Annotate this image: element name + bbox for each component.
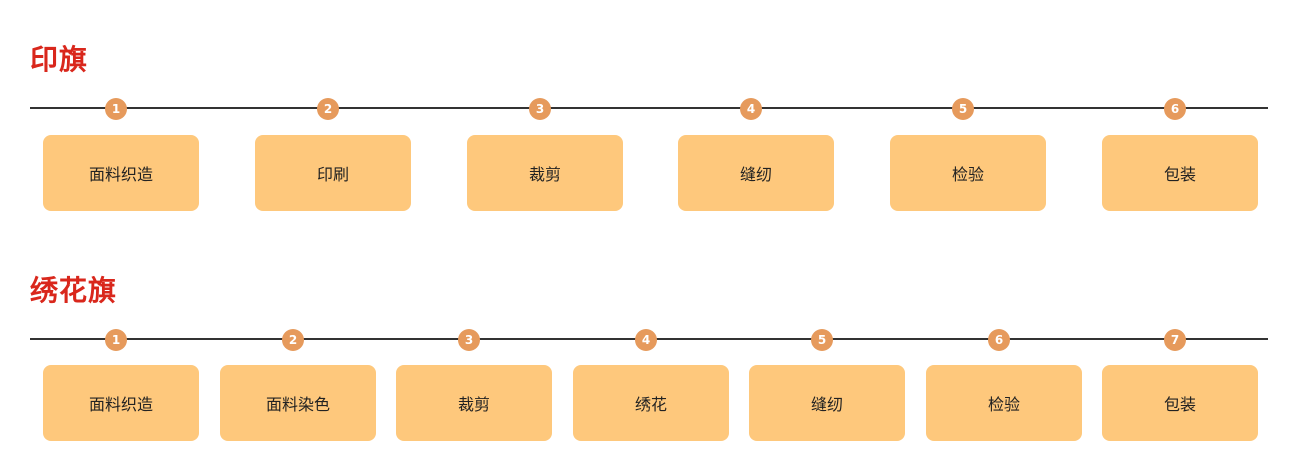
step-box: 面料染色 <box>220 365 376 441</box>
step-label: 缝纫 <box>810 395 843 414</box>
step-box: 裁剪 <box>467 135 623 211</box>
step-label: 裁剪 <box>528 165 561 184</box>
step-label: 检验 <box>987 395 1020 414</box>
step-box: 缝纫 <box>678 135 834 211</box>
step-box: 包装 <box>1102 135 1258 211</box>
step-number-marker: 4 <box>635 329 657 351</box>
step-label: 缝纫 <box>739 165 772 184</box>
step-box: 印刷 <box>255 135 411 211</box>
timeline-line <box>30 107 1268 109</box>
step-box: 绣花 <box>573 365 729 441</box>
step-box: 检验 <box>890 135 1046 211</box>
step-box: 缝纫 <box>749 365 905 441</box>
step-label: 面料染色 <box>265 395 330 414</box>
step-box: 裁剪 <box>396 365 552 441</box>
step-box: 面料织造 <box>43 365 199 441</box>
step-number-marker: 3 <box>458 329 480 351</box>
step-label: 面料织造 <box>88 395 153 414</box>
step-label: 包装 <box>1163 165 1196 184</box>
step-box: 包装 <box>1102 365 1258 441</box>
step-number-marker: 7 <box>1164 329 1186 351</box>
step-number-marker: 5 <box>952 98 974 120</box>
step-label: 检验 <box>951 165 984 184</box>
step-label: 面料织造 <box>88 165 153 184</box>
section-title: 绣花旗 <box>30 274 118 307</box>
step-number-marker: 2 <box>317 98 339 120</box>
section-title: 印旗 <box>30 43 89 76</box>
step-number-marker: 3 <box>529 98 551 120</box>
step-label: 绣花 <box>634 395 667 414</box>
process-section-printed-flag: 印旗 1 2 3 4 5 6 面料织造 印刷 裁剪 缝纫 检验 包装 <box>30 43 1268 211</box>
process-section-embroidered-flag: 绣花旗 1 2 3 4 5 6 7 面料织造 面料染色 裁剪 绣花 缝纫 检验 … <box>0 225 1300 450</box>
step-number-marker: 6 <box>988 329 1010 351</box>
step-box: 检验 <box>926 365 1082 441</box>
step-number-marker: 6 <box>1164 98 1186 120</box>
step-label: 印刷 <box>316 165 349 184</box>
step-box: 面料织造 <box>43 135 199 211</box>
step-number-marker: 5 <box>811 329 833 351</box>
step-number-marker: 4 <box>740 98 762 120</box>
step-number-marker: 1 <box>105 329 127 351</box>
step-number-marker: 1 <box>105 98 127 120</box>
step-number-marker: 2 <box>282 329 304 351</box>
step-label: 裁剪 <box>457 395 490 414</box>
step-label: 包装 <box>1163 395 1196 414</box>
